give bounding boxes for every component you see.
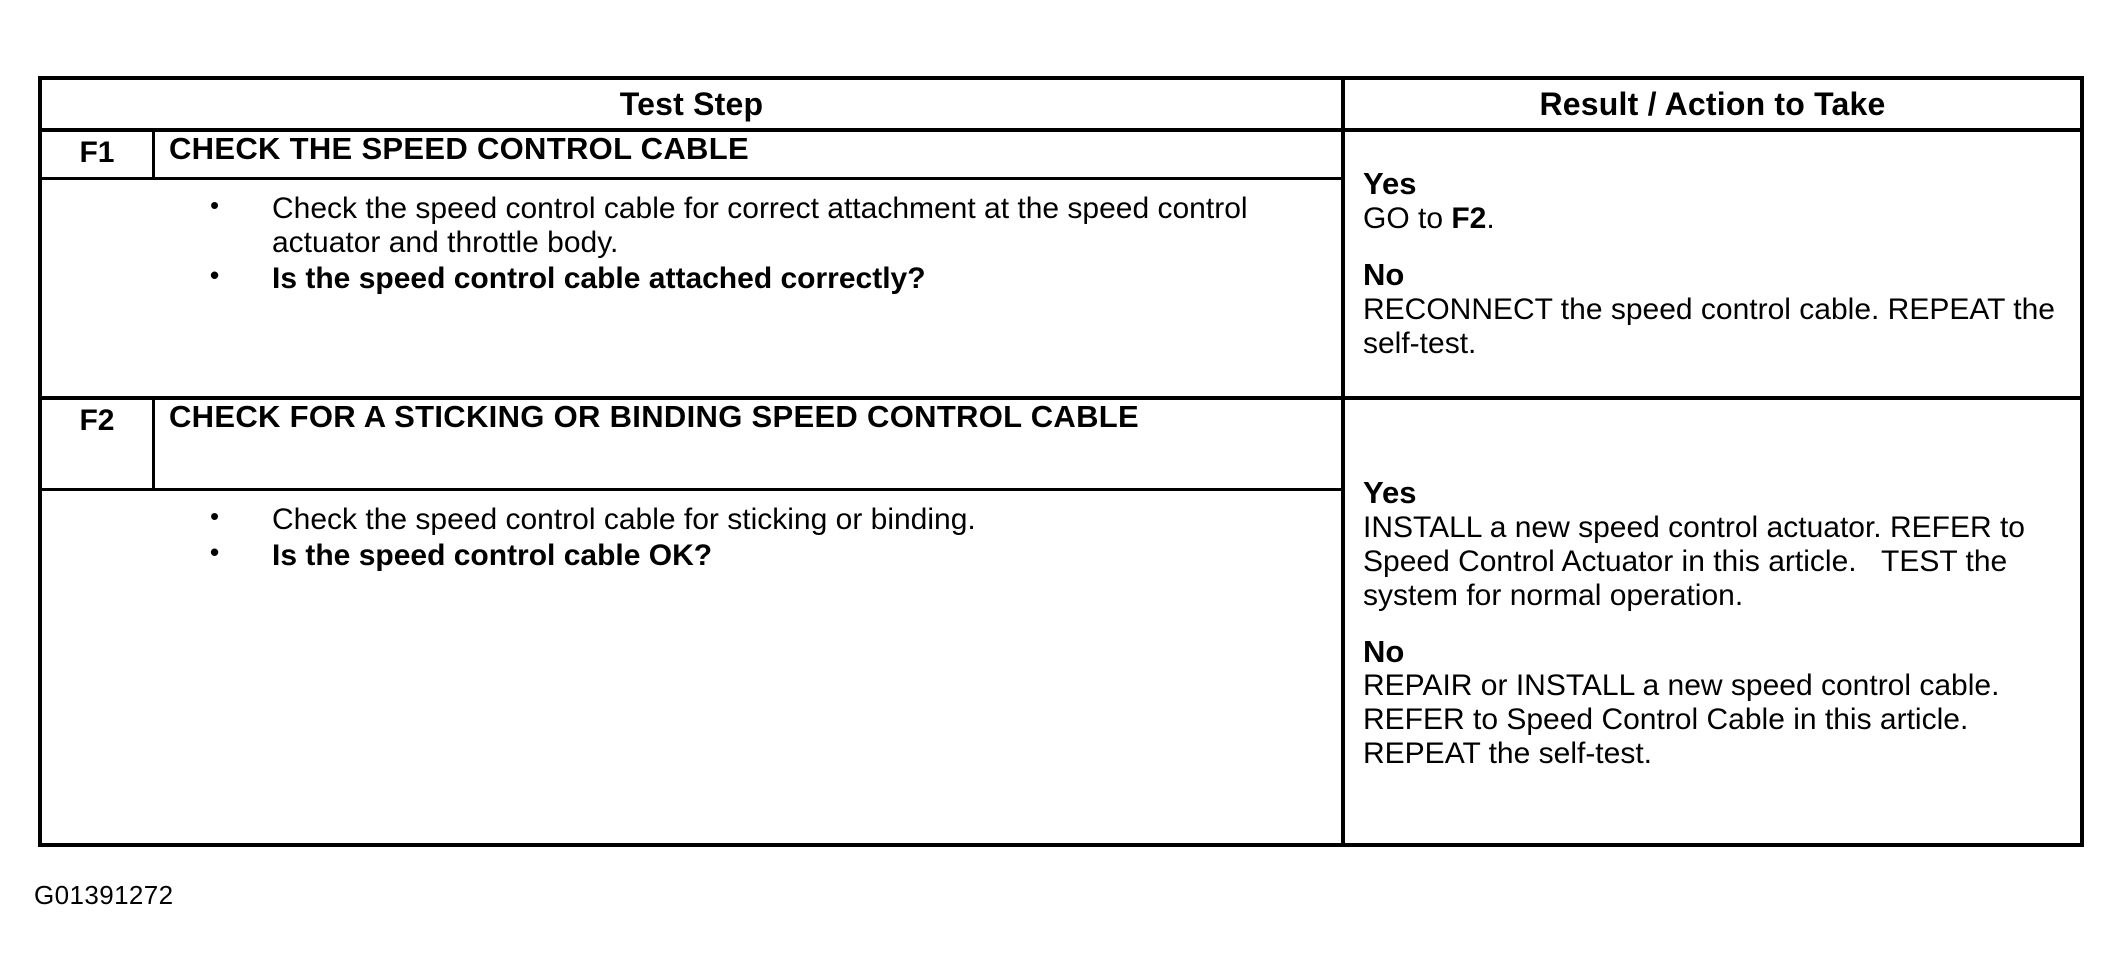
- step-title-row-f1: F1 CHECK THE SPEED CONTROL CABLE: [42, 132, 1341, 180]
- test-step-cell-f1: F1 CHECK THE SPEED CONTROL CABLE Check t…: [42, 132, 1345, 396]
- pinpoint-test-table: Test Step Result / Action to Take F1 CHE…: [38, 76, 2084, 847]
- bullet-list-f2: Check the speed control cable for sticki…: [42, 501, 1341, 573]
- result-text-yes: INSTALL a new speed control actuator. RE…: [1363, 510, 2034, 612]
- list-item: Check the speed control cable for sticki…: [42, 501, 1341, 537]
- step-title-f2: CHECK FOR A STICKING OR BINDING SPEED CO…: [169, 399, 1140, 434]
- step-title-f1: CHECK THE SPEED CONTROL CABLE: [169, 131, 749, 166]
- figure-id-caption: G01391272: [34, 880, 174, 910]
- result-step-reference: F2: [1451, 202, 1487, 236]
- test-step-cell-f2: F2 CHECK FOR A STICKING OR BINDING SPEED…: [42, 400, 1345, 847]
- step-id-f2: F2: [42, 400, 155, 488]
- column-header-result-action: Result / Action to Take: [1539, 85, 1886, 122]
- table-header-row: Test Step Result / Action to Take: [42, 80, 2080, 132]
- step-bullets-f1: Check the speed control cable for correc…: [42, 180, 1341, 396]
- result-action-cell-f1: Yes GO to F2. No RECONNECT the speed con…: [1345, 132, 2080, 396]
- result-answer-yes: Yes: [1363, 475, 1417, 511]
- result-text-yes: GO to F2.: [1363, 202, 2066, 236]
- table-row: F1 CHECK THE SPEED CONTROL CABLE Check t…: [42, 132, 2080, 400]
- list-item: Is the speed control cable OK?: [42, 537, 1341, 573]
- result-group-no-f1: No RECONNECT the speed control cable. RE…: [1363, 257, 2066, 361]
- step-title-row-f2: F2 CHECK FOR A STICKING OR BINDING SPEED…: [42, 400, 1341, 491]
- result-group-yes-f2: Yes INSTALL a new speed control actuator…: [1363, 475, 2066, 612]
- column-header-test-step: Test Step: [42, 80, 1345, 128]
- result-answer-yes: Yes: [1363, 166, 1417, 202]
- bullet-list-f1: Check the speed control cable for correc…: [42, 190, 1341, 296]
- result-text-no: REPAIR or INSTALL a new speed control ca…: [1363, 669, 2008, 770]
- result-group-yes-f1: Yes GO to F2.: [1363, 167, 2066, 236]
- result-answer-no: No: [1363, 633, 1405, 669]
- table-row: F2 CHECK FOR A STICKING OR BINDING SPEED…: [42, 400, 2080, 847]
- result-action-cell-f2: Yes INSTALL a new speed control actuator…: [1345, 400, 2080, 847]
- list-item: Check the speed control cable for correc…: [42, 190, 1341, 260]
- result-answer-no: No: [1363, 257, 1405, 293]
- result-text-no: RECONNECT the speed control cable. REPEA…: [1363, 292, 2064, 360]
- result-group-no-f2: No REPAIR or INSTALL a new speed control…: [1363, 633, 2066, 771]
- result-text-part: .: [1486, 202, 1495, 236]
- table-body: F1 CHECK THE SPEED CONTROL CABLE Check t…: [42, 132, 2080, 847]
- step-bullets-f2: Check the speed control cable for sticki…: [42, 491, 1341, 847]
- result-text-part: GO to: [1363, 202, 1452, 236]
- list-item: Is the speed control cable attached corr…: [42, 260, 1341, 296]
- step-id-f1: F1: [42, 132, 155, 177]
